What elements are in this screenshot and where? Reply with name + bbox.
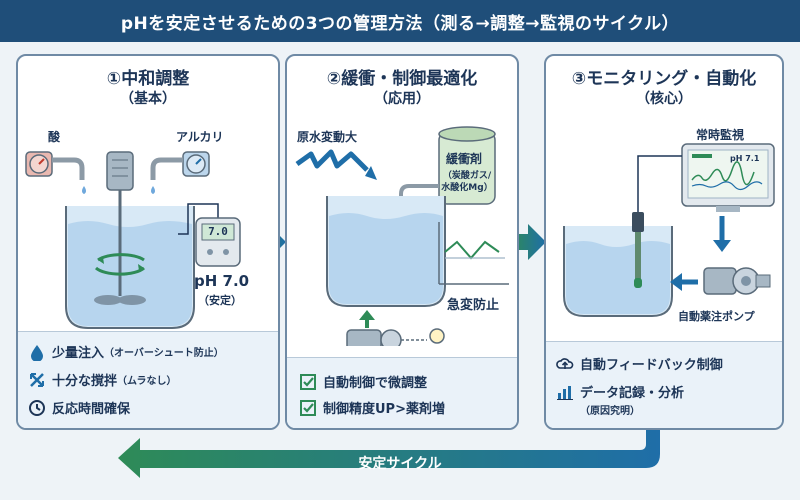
key-point-item: 十分な撹拌（ムラなし） [28,370,177,389]
page-title: pHを安定させるための3つの管理方法（測る→調整→監視のサイクル） [0,0,800,42]
bar-chart-icon [557,385,573,400]
panel-key-points: 自動フィードバック制御 データ記録・分析 （原因究明） [546,341,782,428]
monitoring-illustration [563,143,775,317]
stabilization-chart-icon [438,222,509,285]
ph-probe-icon [632,212,644,288]
pump-label: 自動薬注ポンプ [678,310,755,323]
buffer-illustration [295,126,509,346]
panel-monitoring: ③モニタリング・自動化 （核心） [544,54,784,430]
ph-meter-icon [178,203,241,267]
mixing-tank-icon [65,190,195,329]
droplet-icon [31,344,43,361]
buffer-detail-2: 水酸化Mg） [441,183,493,193]
key-point-item: 少量注入（オーバーシュート防止） [28,342,224,361]
alkali-pump-icon [150,151,210,180]
fluctuation-zigzag-icon [295,149,369,172]
alkali-label: アルカリ [176,130,224,144]
key-point-note: （原因究明） [580,406,640,417]
key-point-item: 反応時間確保 [28,398,130,417]
panel-subtitle: （基本） [120,91,176,107]
panel-title: ②緩衝・制御最適化 [326,69,478,89]
monitoring-tank-icon [563,226,673,317]
meter-display: 7.0 [208,225,228,238]
check-icon [300,373,316,390]
auto-dosing-pump-icon [703,267,771,295]
ph-value: pH 7.0 [194,272,250,290]
panel-key-points: 少量注入（オーバーシュート防止） 十分な撹拌（ムラなし） 反応時間確保 [18,331,278,428]
check-icon [300,399,316,416]
panel-title: ①中和調整 [106,69,190,89]
buffer-tank-icon [395,126,496,208]
cloud-upload-icon [556,357,574,369]
control-pump-icon [346,310,445,346]
cycle-label: 安定サイクル [358,456,442,472]
neutralization-illustration [25,151,241,329]
monitor-ph-value: pH 7.1 [730,154,760,163]
monitoring-label: 常時監視 [696,128,745,142]
acid-label: 酸 [48,130,61,144]
prevent-label: 急変防止 [447,298,500,313]
monitor-icon [681,143,775,212]
buffer-mixing-tank-icon [326,196,446,307]
panel-subtitle: （応用） [374,91,430,107]
buffer-detail-1: （炭酸ガス/ [442,171,492,181]
acid-drop-icon [82,186,86,194]
key-point-item: 自動制御で微調整 [299,372,427,391]
fluctuation-label: 原水変動大 [297,130,358,144]
acid-pump-icon [25,151,85,180]
panel-subtitle: （核心） [636,91,692,107]
mixer-motor-icon [106,151,134,191]
alkali-drop-icon [151,186,155,194]
key-point-item: 制御精度UP>薬剤増 [299,398,445,417]
panel-buffer-control: ②緩衝・制御最適化 （応用） [285,54,519,430]
key-point-item: データ記録・分析 [556,382,684,401]
key-point-item: 自動フィードバック制御 [556,354,723,373]
panel-title: ③モニタリング・自動化 [571,69,757,89]
mix-icon [30,372,44,387]
panel-key-points: 自動制御で微調整 制御精度UP>薬剤増 [287,357,517,428]
ph-state: （安定） [198,294,242,307]
panel-neutralization: ①中和調整 （基本） [16,54,280,430]
buffer-label: 緩衝剤 [446,152,483,166]
clock-icon [29,399,45,416]
